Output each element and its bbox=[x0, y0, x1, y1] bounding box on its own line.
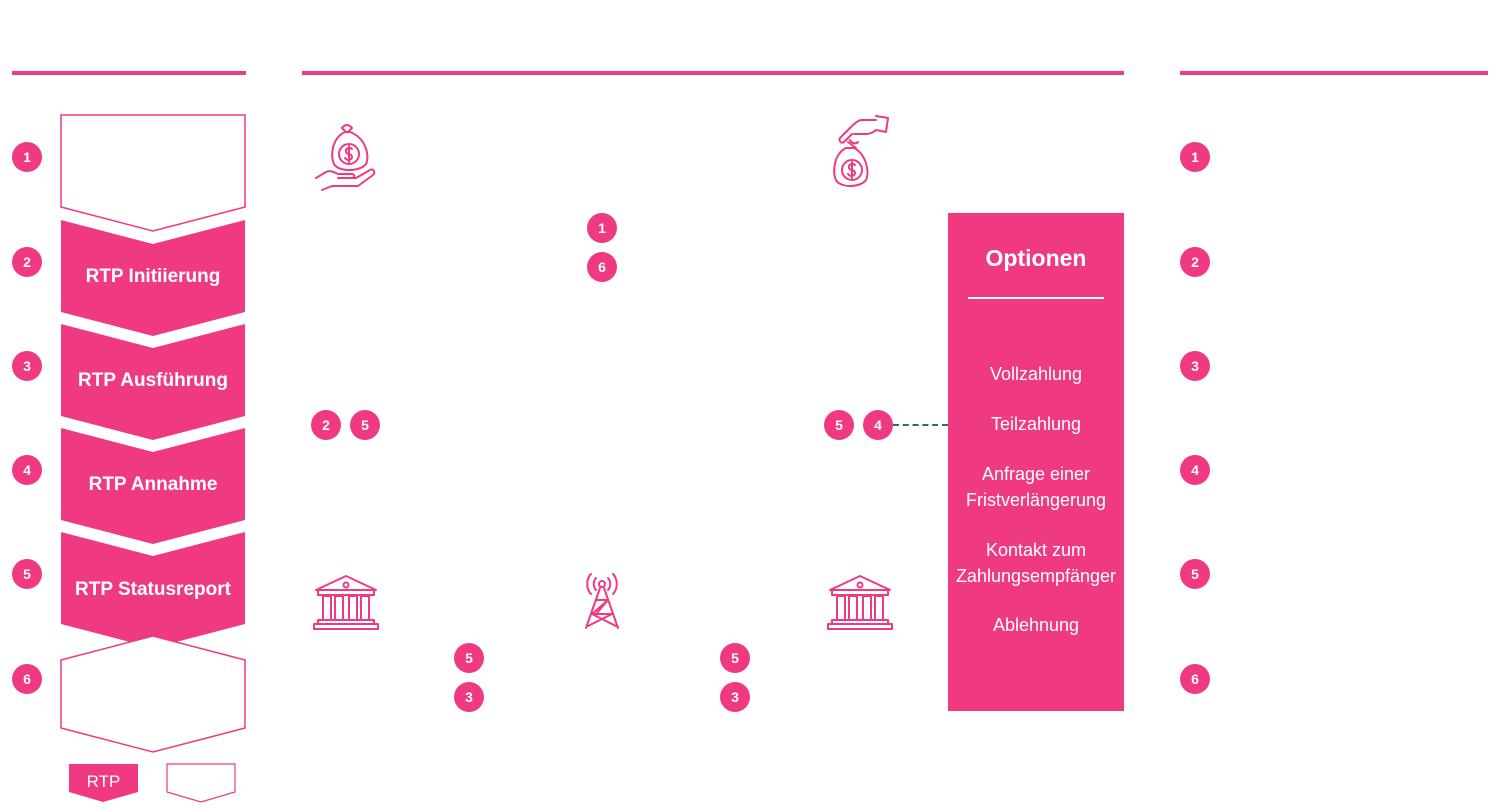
option-decline: Ablehnung bbox=[948, 612, 1124, 638]
radio-tower-icon bbox=[585, 573, 619, 629]
right-number-badge: 4 bbox=[1180, 455, 1210, 485]
flow-badge: 5 bbox=[824, 410, 854, 440]
step-4-shape bbox=[61, 428, 245, 544]
step-3-label: RTP Ausführung bbox=[78, 370, 228, 391]
step-4-label: RTP Annahme bbox=[88, 474, 218, 495]
right-column-rule bbox=[1180, 71, 1488, 75]
center-column-rule bbox=[302, 71, 1124, 75]
right-number-badge: 6 bbox=[1180, 664, 1210, 694]
options-title: Optionen bbox=[985, 245, 1087, 271]
flow-badge: 6 bbox=[587, 252, 617, 282]
step-number-badge: 5 bbox=[12, 559, 42, 589]
options-divider bbox=[968, 297, 1104, 299]
flow-badge: 3 bbox=[454, 682, 484, 712]
step-6-shape bbox=[60, 635, 246, 753]
option-label: Ablehnung bbox=[992, 615, 1080, 635]
option-label: Kontakt zum bbox=[985, 540, 1087, 560]
flow-badge: 4 bbox=[863, 410, 893, 440]
flow-badge: 5 bbox=[720, 643, 750, 673]
right-number-badge: 2 bbox=[1180, 247, 1210, 277]
option-contact-payee: Kontakt zum Zahlungsempfänger bbox=[948, 537, 1124, 589]
bank-icon bbox=[827, 575, 893, 630]
right-number-badge: 5 bbox=[1180, 559, 1210, 589]
right-number-badge: 3 bbox=[1180, 351, 1210, 381]
step-number-badge: 2 bbox=[12, 247, 42, 277]
step-number-badge: 1 bbox=[12, 142, 42, 172]
step-number-badge: 6 bbox=[12, 664, 42, 694]
money-bag-in-hand-icon bbox=[315, 124, 376, 191]
options-connector-line bbox=[893, 424, 948, 426]
option-label: Fristverlängerung bbox=[965, 490, 1107, 510]
option-label: Vollzahlung bbox=[989, 364, 1083, 384]
options-panel: Optionen Vollzahlung Teilzahlung Anfrage… bbox=[948, 213, 1124, 711]
step-2-shape bbox=[61, 220, 245, 336]
step-2-label: RTP Initiierung bbox=[85, 266, 221, 287]
left-column-rule bbox=[12, 71, 246, 75]
flow-badge: 5 bbox=[350, 410, 380, 440]
step-number-badge: 4 bbox=[12, 455, 42, 485]
bank-icon bbox=[313, 575, 379, 630]
step-number-badge: 3 bbox=[12, 351, 42, 381]
flow-badge: 5 bbox=[454, 643, 484, 673]
flow-badge: 1 bbox=[587, 213, 617, 243]
right-number-badge: 1 bbox=[1180, 142, 1210, 172]
step-chevrons bbox=[60, 114, 246, 803]
step-1-shape bbox=[60, 114, 246, 232]
option-extension-request: Anfrage einer Fristverlängerung bbox=[948, 461, 1124, 513]
step-5-shape bbox=[61, 532, 245, 648]
step-3-shape bbox=[61, 324, 245, 440]
option-label: Anfrage einer bbox=[981, 464, 1091, 484]
option-partial-payment: Teilzahlung bbox=[948, 411, 1124, 437]
flow-badge: 3 bbox=[720, 682, 750, 712]
option-full-payment: Vollzahlung bbox=[948, 361, 1124, 387]
step-5-label: RTP Statusreport bbox=[75, 579, 231, 600]
hand-dropping-money-bag-icon bbox=[833, 115, 889, 187]
flow-badge: 2 bbox=[311, 410, 341, 440]
legend-rtp-label: RTP bbox=[86, 772, 121, 791]
option-label: Zahlungsempfänger bbox=[955, 566, 1117, 586]
legend-filled-shape bbox=[69, 764, 138, 802]
option-label: Teilzahlung bbox=[990, 414, 1082, 434]
legend-outline-shape bbox=[166, 763, 236, 803]
